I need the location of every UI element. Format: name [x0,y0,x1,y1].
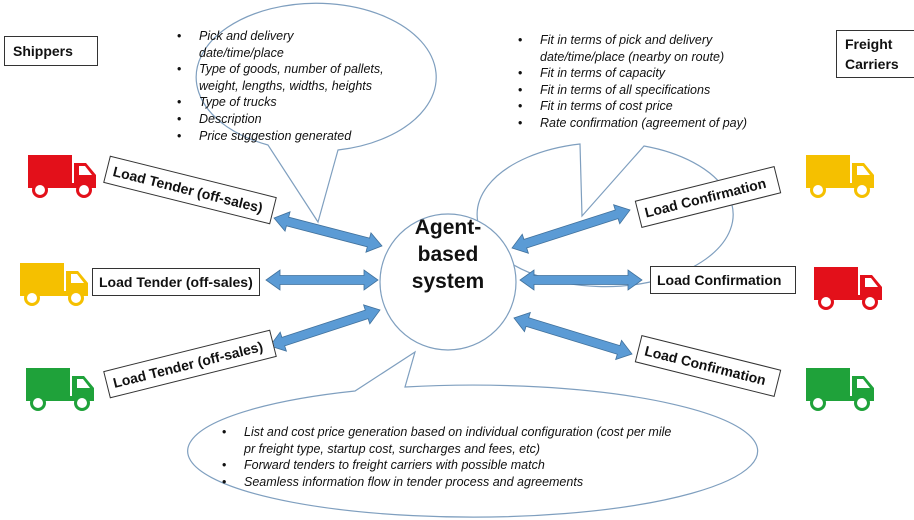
agent-system-circle [379,213,517,351]
load-confirmation-box-middle: Load Confirmation [650,266,796,294]
arrow-group [265,204,643,361]
truck-icon [28,155,96,198]
bullet-item: Description [173,111,384,128]
bullet-item: weight, lengths, widths, heights [199,78,373,93]
bullet-item: Fit in terms of all specifications [514,82,747,99]
freight-carriers-line2: Carriers [845,56,899,72]
center-line-2: based [417,243,479,266]
double-arrow [511,204,631,254]
shippers-text: Shippers [13,43,73,59]
bullet-item: Forward tenders to freight carriers with… [218,457,671,474]
carrier-fit-list: Fit in terms of pick and deliverydate/ti… [514,32,747,132]
bullet-item: Type of trucks [173,94,384,111]
load-tender-box-middle: Load Tender (off-sales) [92,268,260,296]
system-capabilities-list: List and cost price generation based on … [218,424,671,490]
shippers-label: Shippers [4,36,98,66]
freight-carriers-label: Freight Carriers [836,30,914,78]
bullet-item: Type of goods, number of pallets, [173,61,384,78]
freight-carriers-line1: Freight [845,36,893,52]
bullet-item: Fit in terms of capacity [514,65,747,82]
truck-icon [806,155,874,198]
truck-icon [20,263,88,306]
bullet-item: Seamless information flow in tender proc… [218,474,671,491]
bullet-item: Rate confirmation (agreement of pay) [514,115,747,132]
agent-based-system-label: Agent- based system [380,214,516,295]
load-tender-text-middle: Load Tender (off-sales) [99,274,253,290]
double-arrow [269,304,381,352]
double-arrow [519,269,643,291]
bullet-item: Price suggestion generated [173,128,384,145]
bullet-item: Fit in terms of pick and delivery [514,32,747,49]
truck-icon [814,267,882,310]
bullet-item: date/time/place (nearby on route) [540,49,725,64]
bullet-item: pr freight type, startup cost, surcharge… [244,441,540,456]
load-confirmation-text-middle: Load Confirmation [657,272,782,288]
truck-group [20,155,882,411]
truck-icon [806,368,874,411]
double-arrow [273,211,383,253]
bullet-item: Fit in terms of cost price [514,98,747,115]
double-arrow [513,311,633,361]
bullet-item: Pick and delivery [173,28,384,45]
double-arrow [265,269,379,291]
bullet-item: List and cost price generation based on … [218,424,671,441]
center-line-3: system [411,270,485,293]
bullet-item: date/time/place [199,45,284,60]
truck-icon [26,368,94,411]
center-line-1: Agent- [414,216,482,239]
